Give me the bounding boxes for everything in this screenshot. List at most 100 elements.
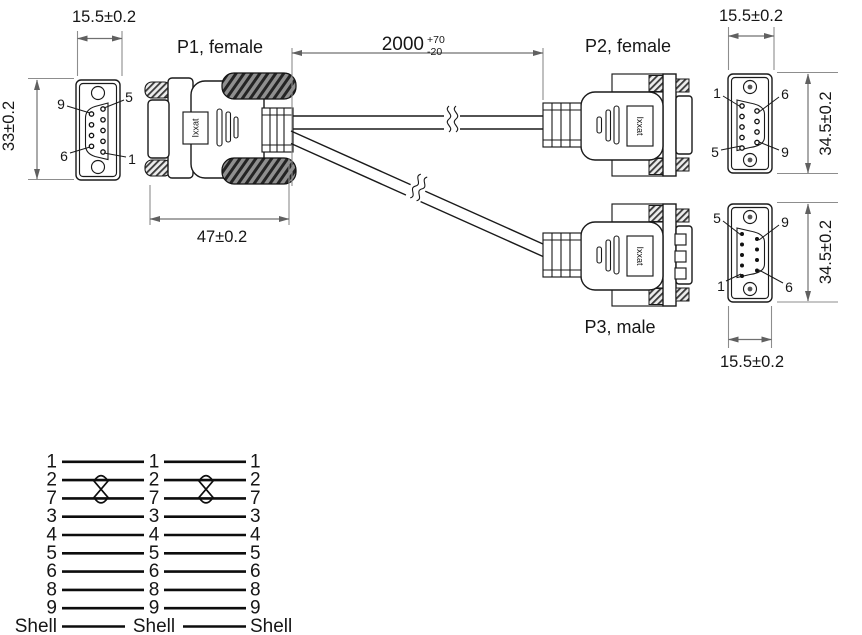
- p1-braided-cable-bottom: [221, 157, 297, 185]
- wiring-pin-left: 9: [46, 598, 57, 619]
- p1-mating-face: [147, 99, 170, 159]
- p3-pin-label-5: 5: [713, 210, 721, 226]
- p1-vent-slots: [216, 108, 239, 147]
- wiring-pin-right: 6: [250, 561, 261, 582]
- wiring-pin-right: Shell: [250, 616, 292, 635]
- p2-pin-label-5: 5: [711, 144, 719, 160]
- p2-thumbscrew-bottom: [675, 157, 690, 172]
- p1-side-view: P1, female Ixxat 47±0.2: [144, 37, 297, 246]
- p1-length-dim: 47±0.2: [197, 228, 247, 246]
- p1-screw-hole-top: [90, 85, 106, 101]
- cable-break-diagonal: [403, 173, 431, 207]
- p1-label: P1, female: [177, 37, 263, 57]
- wiring-pin-middle: 5: [149, 543, 160, 564]
- wiring-pin-middle: 9: [149, 598, 160, 619]
- p1-height-dim: 33±0.2: [0, 101, 18, 151]
- wiring-pin-left: 6: [46, 561, 57, 582]
- p1-logo-plate: [182, 111, 209, 145]
- wiring-pin-middle: 2: [149, 470, 160, 491]
- wiring-pin-middle: 1: [149, 451, 160, 472]
- p3-label: P3, male: [584, 317, 655, 337]
- p1-thumbscrew-top: [144, 81, 172, 99]
- p3-strain-relief: [542, 232, 582, 278]
- p1-front-view: 9 5 6 1 15.5±0.2 33±0.2: [0, 8, 136, 181]
- p3-thumbscrew-bottom: [675, 287, 690, 302]
- p3-pin-label-1: 1: [717, 278, 725, 294]
- p3-brand-logo: Ixxat: [635, 246, 645, 266]
- p1-pin-label-9: 9: [57, 96, 65, 112]
- p3-front-view: 5 9 1 6 34.5±0.2 15.5±0.2: [713, 201, 838, 371]
- p1-braided-cable-top: [221, 72, 297, 100]
- cable-tol-plus: +70: [427, 34, 445, 46]
- wiring-pin-right: 9: [250, 598, 261, 619]
- cable-break-horizontal: [444, 105, 460, 137]
- wiring-pin-left: 8: [46, 579, 57, 600]
- cables: 2000 +70 -20: [290, 34, 544, 258]
- wiring-pin-right: 7: [250, 488, 261, 509]
- p1-strain-relief: [261, 107, 294, 153]
- p3-male-pin-stubs: [674, 233, 687, 280]
- wiring-pin-left: 7: [46, 488, 57, 509]
- wiring-pin-right: 5: [250, 543, 261, 564]
- wiring-pin-left: 2: [46, 470, 57, 491]
- p3-pin-label-6: 6: [785, 279, 793, 295]
- p2-side-view: P2, female Ixxat: [542, 36, 693, 177]
- p2-height-dim: 34.5±0.2: [817, 91, 835, 155]
- p2-pin-label-1: 1: [713, 85, 721, 101]
- p3-height-dim: 34.5±0.2: [817, 220, 835, 284]
- p1-width-dim: 15.5±0.2: [72, 8, 136, 26]
- p2-thumbscrew-top: [675, 78, 690, 93]
- p1-pin-label-5: 5: [125, 89, 133, 105]
- p2-label: P2, female: [585, 36, 671, 56]
- p3-dsub-outline: [736, 227, 766, 279]
- p1-thumbscrew-bottom: [144, 159, 172, 177]
- p2-dsub-outline: [736, 99, 766, 152]
- p3-logo-plate: [626, 235, 654, 277]
- wiring-pin-middle: 8: [149, 579, 160, 600]
- p2-pin-label-6: 6: [781, 86, 789, 102]
- wiring-pin-middle: 3: [149, 506, 160, 527]
- wiring-pin-left: 5: [46, 543, 57, 564]
- wiring-pin-left: 4: [46, 525, 57, 546]
- wiring-pin-right: 1: [250, 451, 261, 472]
- wiring-pin-right: 2: [250, 470, 261, 491]
- p3-width-dim: 15.5±0.2: [720, 353, 784, 371]
- p2-width-dim: 15.5±0.2: [719, 7, 783, 25]
- cable-length-dim: 2000: [382, 34, 424, 55]
- p1-screw-hole-bottom: [90, 159, 106, 175]
- p2-flange: [662, 73, 677, 177]
- p3-flange: [662, 203, 677, 307]
- wiring-pin-left: 1: [46, 451, 57, 472]
- p2-front-view: 1 6 5 9 15.5±0.2 34.5±0.2: [711, 7, 838, 175]
- p2-mating-face: [675, 95, 693, 155]
- wiring-pin-right: 3: [250, 506, 261, 527]
- wiring-pin-right: 8: [250, 579, 261, 600]
- wiring-pin-left: 3: [46, 506, 57, 527]
- p1-brand-logo: Ixxat: [191, 118, 201, 138]
- p1-socket-holes: [88, 106, 106, 155]
- twisted-pair-symbol: [197, 474, 215, 504]
- p2-pin-label-9: 9: [781, 144, 789, 160]
- p1-pin-label-6: 6: [60, 148, 68, 164]
- twisted-pair-symbol: [92, 474, 110, 504]
- p2-logo-plate: [626, 105, 654, 147]
- p3-thumbscrew-top: [675, 208, 690, 223]
- p2-strain-relief: [542, 102, 582, 148]
- wiring-pin-middle: 6: [149, 561, 160, 582]
- wiring-pin-middle: 7: [149, 488, 160, 509]
- wiring-pin-middle: Shell: [133, 616, 175, 635]
- wiring-pin-middle: 4: [149, 525, 160, 546]
- cable-tol-minus: -20: [427, 46, 442, 58]
- p2-brand-logo: Ixxat: [635, 116, 645, 136]
- p1-pin-label-1: 1: [128, 151, 136, 167]
- wiring-pin-left: Shell: [15, 616, 57, 635]
- p3-pin-label-9: 9: [781, 214, 789, 230]
- p3-vent-slots: [596, 235, 620, 275]
- wiring-pin-right: 4: [250, 525, 261, 546]
- p3-male-pins: [740, 232, 759, 278]
- p1-dsub-outline: [84, 102, 109, 161]
- p2-vent-slots: [596, 105, 620, 145]
